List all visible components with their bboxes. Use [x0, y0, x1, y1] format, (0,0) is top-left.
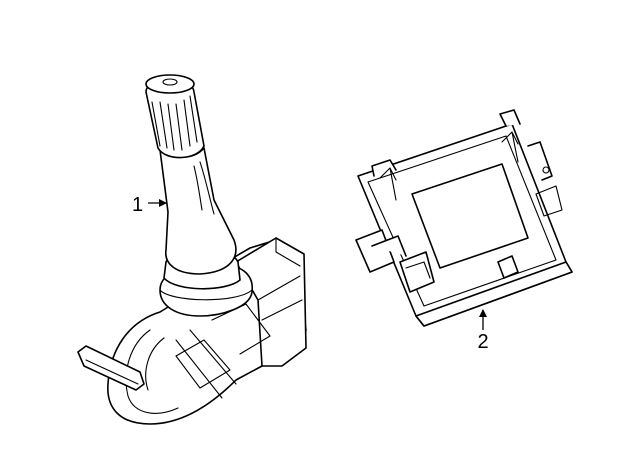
- tire-pressure-sensor[interactable]: [77, 74, 307, 425]
- callout-1: 1: [132, 194, 167, 216]
- callout-2-number: 2: [477, 331, 488, 353]
- callout-1-number: 1: [132, 194, 143, 216]
- tpms-control-module[interactable]: [355, 109, 573, 327]
- callout-2: 2: [477, 309, 489, 353]
